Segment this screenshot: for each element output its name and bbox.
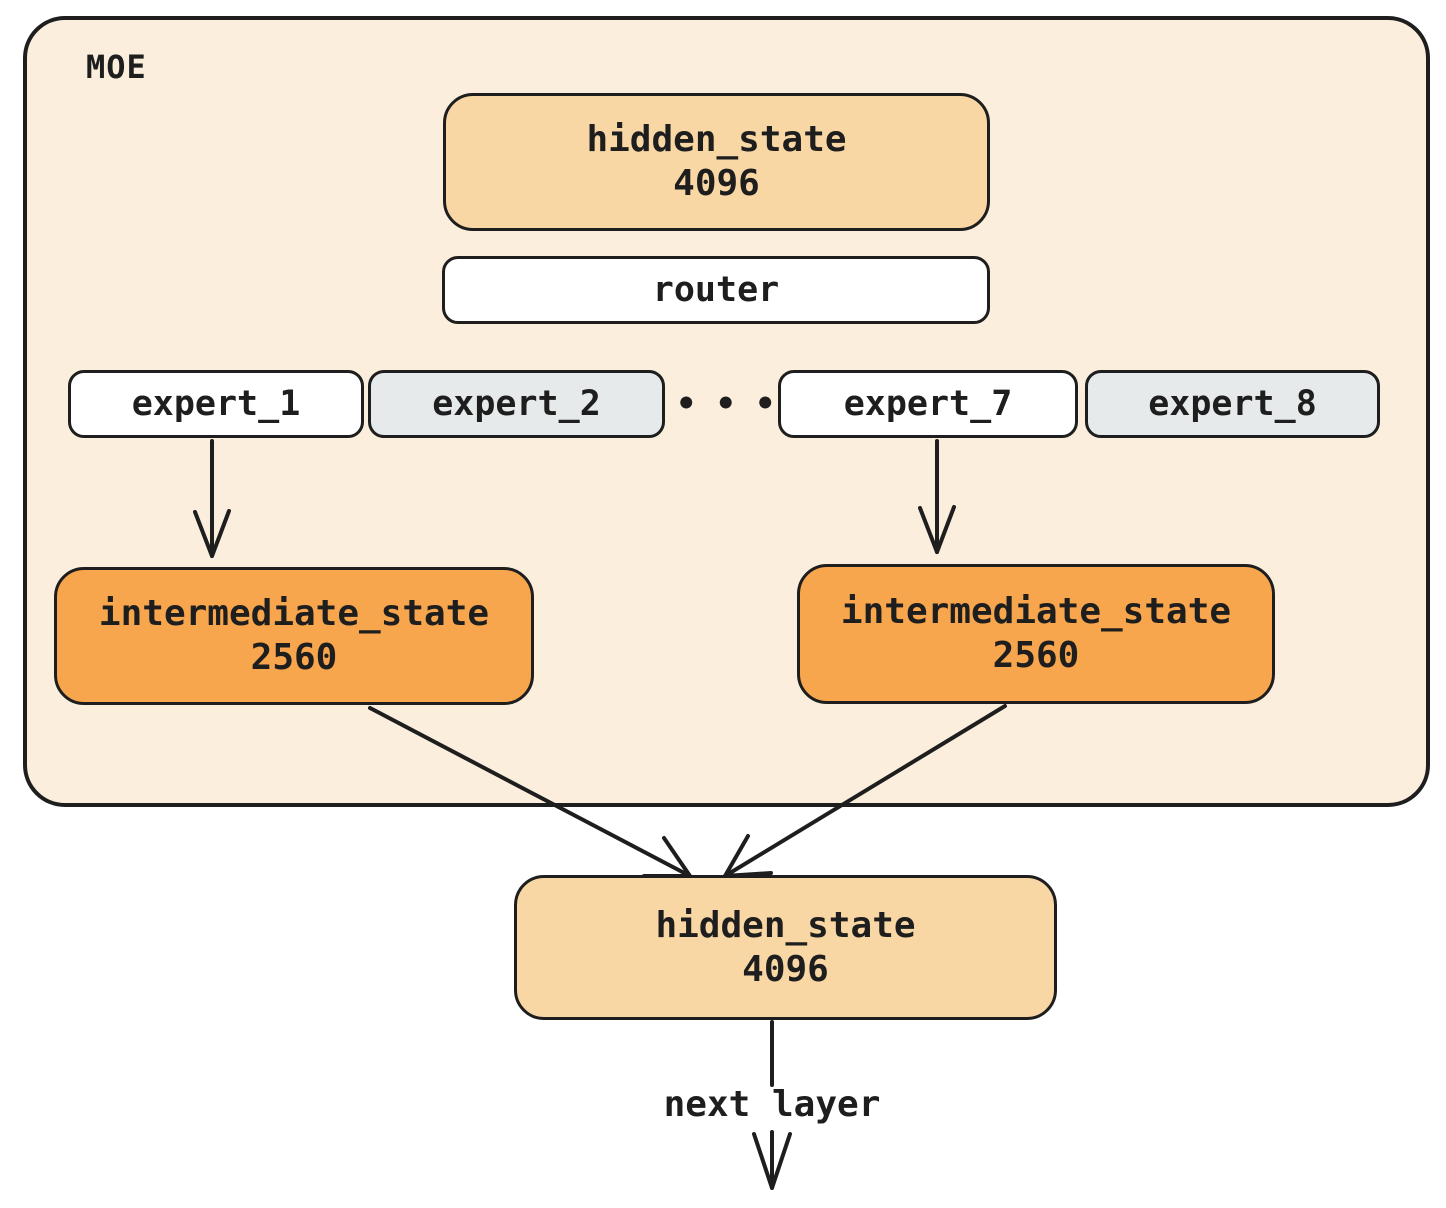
node-router: router (442, 256, 990, 324)
intermediate-right-dim: 2560 (992, 635, 1080, 676)
node-hidden-state-top: hidden_state 4096 (443, 93, 990, 231)
node-hidden-state-bottom: hidden_state 4096 (514, 875, 1057, 1020)
node-expert-7: expert_7 (778, 370, 1078, 438)
hidden-state-bottom-dim: 4096 (742, 948, 829, 990)
next-layer-label: next layer (663, 1084, 881, 1125)
hidden-state-bottom-label: hidden_state (655, 904, 916, 946)
intermediate-left-dim: 2560 (250, 637, 338, 678)
hidden-state-top-dim: 4096 (673, 163, 760, 204)
expert-2-label: expert_2 (432, 383, 601, 424)
expert-8-label: expert_8 (1148, 383, 1317, 424)
expert-7-label: expert_7 (843, 383, 1013, 424)
experts-ellipsis: ••• (676, 384, 795, 424)
router-label: router (652, 269, 780, 310)
moe-title: MOE (86, 48, 147, 86)
expert-1-label: expert_1 (131, 383, 301, 424)
node-expert-8: expert_8 (1085, 370, 1380, 438)
intermediate-right-label: intermediate_state (840, 591, 1232, 633)
hidden-state-top-label: hidden_state (586, 119, 847, 161)
node-expert-1: expert_1 (68, 370, 364, 438)
node-intermediate-state-left: intermediate_state 2560 (54, 567, 534, 705)
node-intermediate-state-right: intermediate_state 2560 (797, 564, 1275, 704)
node-expert-2: expert_2 (368, 370, 665, 438)
intermediate-left-label: intermediate_state (98, 593, 490, 635)
arrow-next-layer-icon (752, 1130, 792, 1190)
